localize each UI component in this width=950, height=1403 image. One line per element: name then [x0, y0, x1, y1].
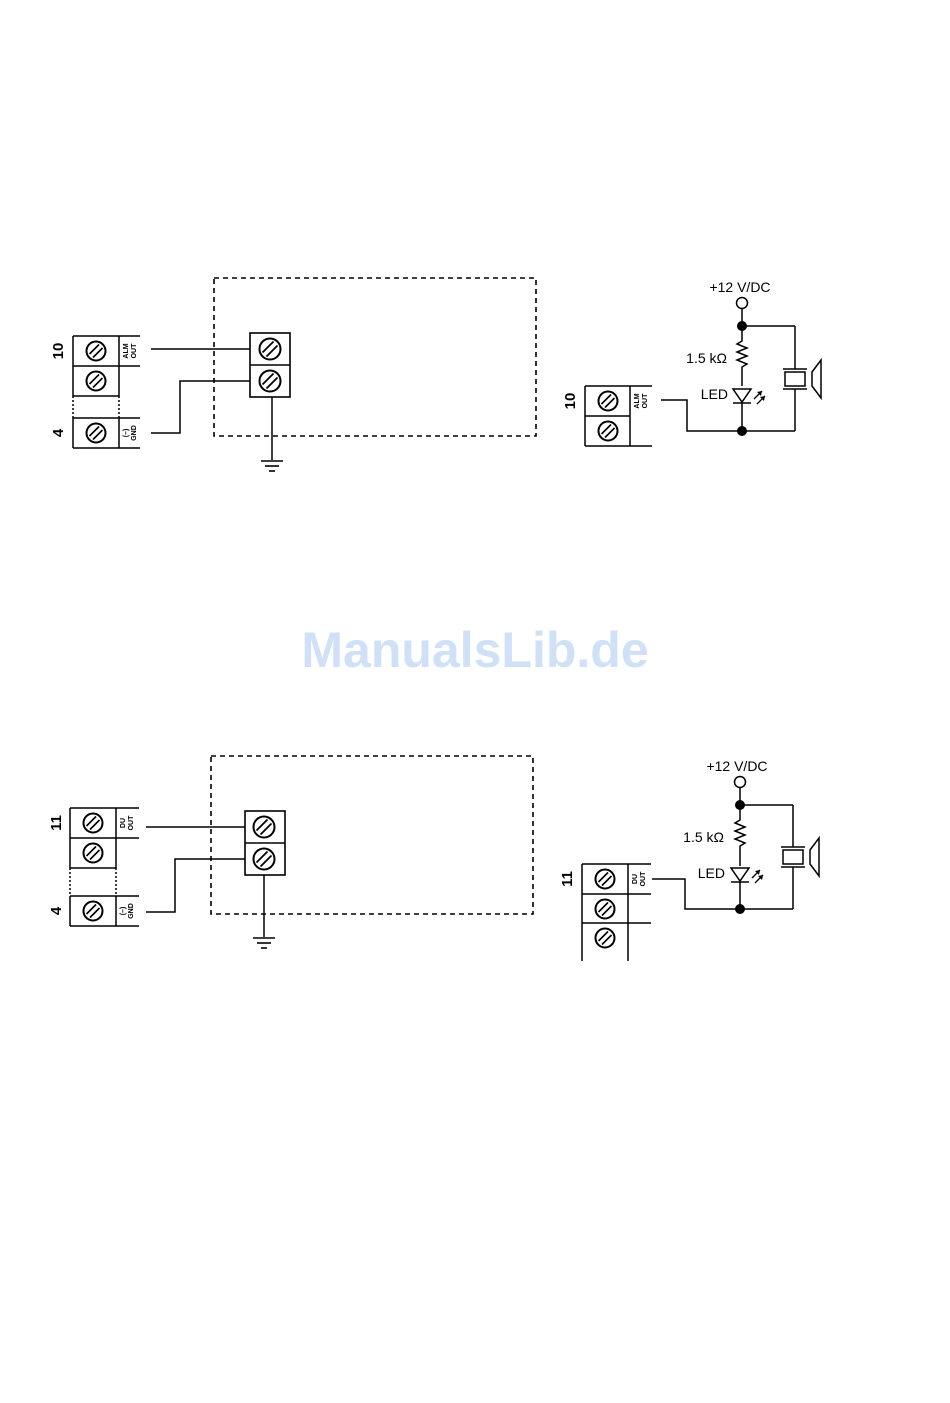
watermark: ManualsLib.de — [301, 622, 648, 678]
terminal-label: OUT — [642, 393, 649, 409]
terminal-label: GND — [128, 903, 135, 919]
screw-icon — [596, 870, 615, 889]
led-icon — [731, 868, 763, 883]
led-icon — [733, 389, 765, 404]
top-wiring-diagram: 10 4 ALM OUT (–) GND — [50, 278, 536, 471]
supply-label: +12 V/DC — [706, 758, 767, 774]
terminal-number: 4 — [50, 428, 67, 437]
resistor-label: 1.5 kΩ — [683, 829, 724, 845]
screw-icon — [84, 814, 103, 833]
terminal-label: ALM — [123, 343, 130, 358]
screw-icon — [84, 902, 103, 921]
resistor-icon — [737, 326, 747, 386]
supply-label: +12 V/DC — [709, 279, 770, 295]
terminal-label: (–) — [123, 429, 130, 438]
ground-icon — [253, 938, 275, 948]
screw-icon — [599, 422, 618, 441]
terminal-label: ALM — [634, 393, 641, 408]
terminal-number: 10 — [50, 343, 67, 360]
resistor-icon — [735, 805, 745, 866]
junction-dot — [735, 800, 745, 810]
screw-icon — [599, 392, 618, 411]
junction-dot — [735, 904, 745, 914]
led-label: LED — [698, 865, 725, 881]
terminal-label: DU — [120, 818, 127, 828]
terminal-number: 4 — [48, 906, 65, 915]
supply-terminal — [735, 777, 746, 788]
junction-dot — [737, 426, 747, 436]
supply-terminal — [737, 298, 748, 309]
terminal-label: DU — [632, 874, 639, 884]
screw-icon — [87, 424, 106, 443]
bottom-wiring-diagram: 11 4 DU OUT (–) GND — [48, 756, 533, 948]
screw-icon — [84, 844, 103, 863]
terminal-label: (–) — [120, 907, 127, 916]
terminal-label: OUT — [640, 871, 647, 887]
terminal-number: 11 — [48, 815, 65, 831]
junction-dot — [737, 321, 747, 331]
screw-icon — [254, 849, 275, 870]
resistor-label: 1.5 kΩ — [686, 350, 727, 366]
terminal-number: 11 — [559, 871, 576, 887]
terminal-label: OUT — [131, 343, 138, 359]
ground-icon — [261, 461, 283, 471]
screw-icon — [260, 371, 281, 392]
terminal-label: OUT — [128, 815, 135, 831]
led-label: LED — [701, 386, 728, 402]
screw-icon — [260, 339, 281, 360]
screw-icon — [596, 900, 615, 919]
screw-icon — [254, 817, 275, 838]
buzzer-icon — [783, 360, 821, 398]
buzzer-icon — [781, 838, 819, 876]
screw-icon — [87, 342, 106, 361]
screw-icon — [87, 372, 106, 391]
terminal-number: 10 — [562, 393, 579, 410]
bottom-led-circuit: +12 V/DC 1.5 kΩ LED — [559, 758, 819, 961]
terminal-label: GND — [131, 425, 138, 441]
top-led-circuit: +12 V/DC — [562, 279, 821, 446]
screw-icon — [596, 929, 615, 948]
